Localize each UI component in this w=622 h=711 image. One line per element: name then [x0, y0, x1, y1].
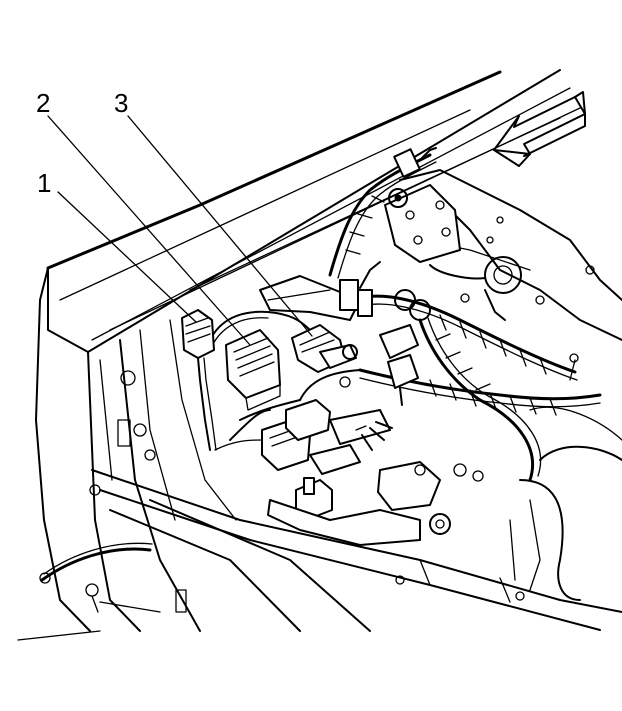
main-wiring-harness	[239, 147, 602, 482]
callout-3: 3	[114, 88, 128, 118]
fasteners	[339, 353, 579, 482]
leader-line-2	[47, 115, 251, 346]
callout-1: 1	[37, 168, 51, 198]
leader-line-1	[57, 191, 197, 323]
callout-3-label: 3	[114, 88, 128, 118]
connector-cluster	[181, 261, 451, 546]
lower-wiring-harness	[17, 542, 161, 641]
leader-line-3	[127, 115, 313, 337]
lower-rail	[91, 469, 622, 632]
leader-lines	[47, 115, 313, 346]
callout-1-label: 1	[37, 168, 51, 198]
strut-tower	[399, 169, 622, 601]
callout-2-label: 2	[36, 88, 50, 118]
mounting-bracket	[384, 184, 461, 263]
hood-edge-lines	[46, 69, 581, 353]
fender-structure	[35, 267, 237, 632]
callout-2: 2	[36, 88, 50, 118]
front-direction-arrow-icon	[493, 91, 586, 167]
